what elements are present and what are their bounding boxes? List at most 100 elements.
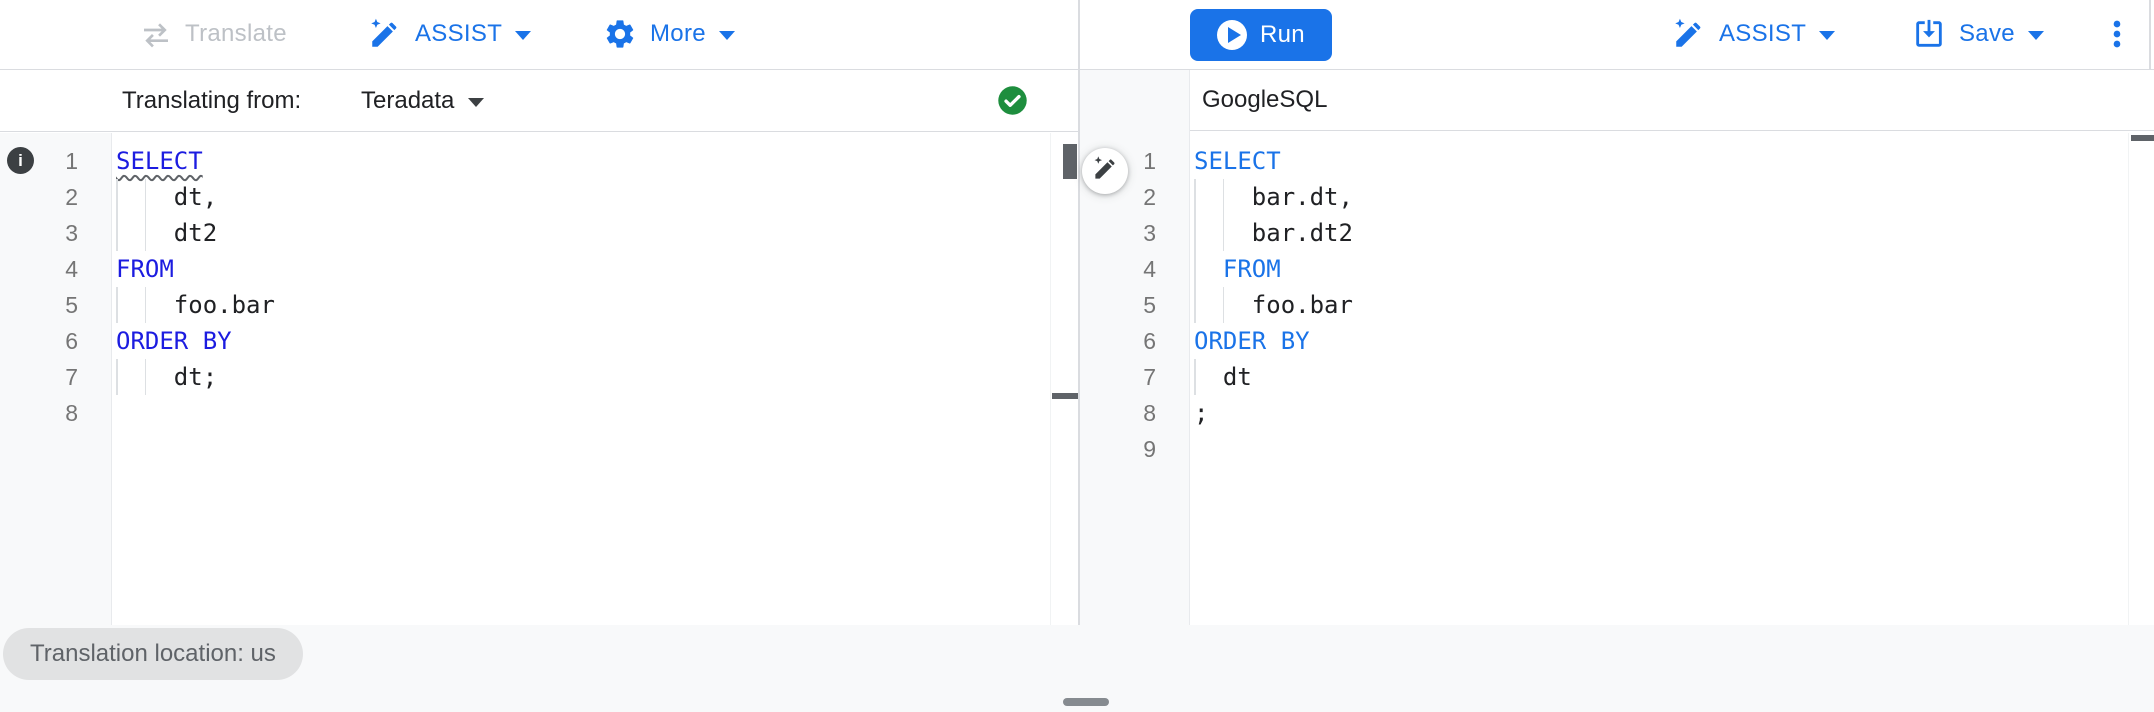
dialect-selected-value: Teradata <box>361 86 455 114</box>
assist-dropdown-right[interactable]: ASSIST <box>1672 0 1836 68</box>
gutter-row: 2 <box>1080 179 1189 215</box>
gutter-row: 7 <box>0 359 111 395</box>
gutter-row: 4 <box>1080 251 1189 287</box>
code-line[interactable]: bar.dt2 <box>1194 214 2128 251</box>
save-label: Save <box>1959 20 2015 47</box>
line-number: 1 <box>1143 147 1156 174</box>
sparkle-pen-icon <box>1092 155 1119 187</box>
more-options-kebab-button[interactable] <box>2098 0 2136 68</box>
line-number: 6 <box>65 327 78 354</box>
sql-text: dt, <box>116 182 218 211</box>
indent-guide <box>116 214 118 251</box>
translation-location-label: Translation location: us <box>30 640 276 667</box>
gutter-row: 5 <box>0 287 111 323</box>
code-line[interactable]: dt <box>1194 358 2128 395</box>
indent-guide <box>1222 178 1225 215</box>
gutter-row: 3 <box>1080 215 1189 251</box>
sql-keyword: FROM <box>116 254 174 283</box>
gutter-row: 4 <box>0 251 111 287</box>
line-number: 5 <box>65 291 78 318</box>
gutter-row: 1 <box>1080 143 1189 179</box>
translated-vertical-scrollbar[interactable] <box>2128 132 2154 625</box>
chevron-down-icon <box>718 31 735 40</box>
save-arrow-icon <box>1912 17 1946 51</box>
translate-button-label: Translate <box>185 20 287 47</box>
dialect-select[interactable]: Teradata <box>361 86 485 115</box>
gutter-row: 7 <box>1080 359 1189 395</box>
indent-guide <box>1194 358 1196 395</box>
run-button[interactable]: Run <box>1190 9 1332 61</box>
gear-icon <box>603 17 637 51</box>
code-line[interactable]: ; <box>1194 395 2128 431</box>
panel-divider[interactable] <box>1078 0 1080 625</box>
code-line[interactable]: dt; <box>116 358 1050 395</box>
code-line[interactable]: FROM <box>116 251 1050 287</box>
run-button-label: Run <box>1260 21 1305 48</box>
line-number: 2 <box>1143 183 1156 210</box>
code-line[interactable]: foo.bar <box>116 286 1050 323</box>
chevron-down-icon <box>515 31 532 40</box>
line-number: 7 <box>65 363 78 390</box>
sql-text: dt <box>1194 362 1252 391</box>
indent-guide <box>144 358 147 395</box>
translated-editor-panel: 1 2 3 4 5 6 7 8 9 GoogleSQL SELECT bar.dt, bar.d… <box>1080 70 2154 625</box>
assist-right-label: ASSIST <box>1719 20 1807 47</box>
toolbar-edge-divider <box>2149 0 2151 70</box>
indent-guide <box>116 358 118 395</box>
assist-left-label: ASSIST <box>415 20 503 47</box>
floating-assist-button[interactable] <box>1082 148 1128 194</box>
line-number: 3 <box>1143 219 1156 246</box>
chevron-down-icon <box>1819 31 1836 40</box>
translated-scrollbar-thumb[interactable] <box>2131 134 2154 141</box>
code-line[interactable]: SELECT <box>1194 143 2128 179</box>
line-number: 8 <box>65 399 78 426</box>
sql-text: dt2 <box>116 218 218 247</box>
gutter-row: 3 <box>0 215 111 251</box>
resize-drag-handle[interactable] <box>1063 698 1109 706</box>
play-circle-icon <box>1217 20 1248 50</box>
line-number: 8 <box>1143 399 1156 426</box>
indent-guide <box>144 178 147 215</box>
line-number: 4 <box>1143 255 1156 282</box>
gutter-row: 8 <box>0 395 111 431</box>
gutter-row: 6 <box>1080 323 1189 359</box>
googlesql-header-label: GoogleSQL <box>1202 86 1328 113</box>
sql-keyword: SELECT <box>1194 146 1281 175</box>
info-icon[interactable]: i <box>7 146 34 174</box>
translate-button[interactable]: Translate <box>140 0 287 68</box>
indent-guide <box>1222 286 1225 323</box>
code-line[interactable]: bar.dt, <box>1194 178 2128 215</box>
sql-text: foo.bar <box>1194 290 1353 319</box>
source-vertical-scrollbar[interactable] <box>1050 132 1078 625</box>
sparkle-pen-icon <box>368 17 402 51</box>
code-line[interactable]: foo.bar <box>1194 286 2128 323</box>
indent-guide <box>1194 178 1196 215</box>
code-line[interactable]: SELECT <box>116 143 1050 179</box>
code-line[interactable]: dt2 <box>116 214 1050 251</box>
indent-guide <box>144 214 147 251</box>
indent-guide <box>1222 214 1225 251</box>
check-circle-icon <box>997 85 1028 116</box>
line-number: 6 <box>1143 327 1156 354</box>
line-number: 4 <box>65 255 78 282</box>
more-label: More <box>650 20 706 47</box>
code-line[interactable]: ORDER BY <box>116 323 1050 359</box>
line-number: 9 <box>1143 435 1156 462</box>
save-dropdown[interactable]: Save <box>1912 0 2044 68</box>
code-line[interactable]: ORDER BY <box>1194 323 2128 359</box>
sql-text: foo.bar <box>116 290 275 319</box>
sql-text: bar.dt2 <box>1194 218 1353 247</box>
code-line[interactable] <box>1194 431 2128 467</box>
assist-dropdown-left[interactable]: ASSIST <box>368 0 532 68</box>
gutter-row: 5 <box>1080 287 1189 323</box>
code-line[interactable]: dt, <box>116 178 1050 215</box>
indent-guide <box>1194 214 1196 251</box>
source-scrollbar-thumb[interactable] <box>1063 143 1077 179</box>
code-line[interactable] <box>116 395 1050 431</box>
code-line[interactable]: FROM <box>1194 250 2128 287</box>
more-dropdown[interactable]: More <box>603 0 735 68</box>
sql-keyword: ORDER BY <box>116 326 232 355</box>
